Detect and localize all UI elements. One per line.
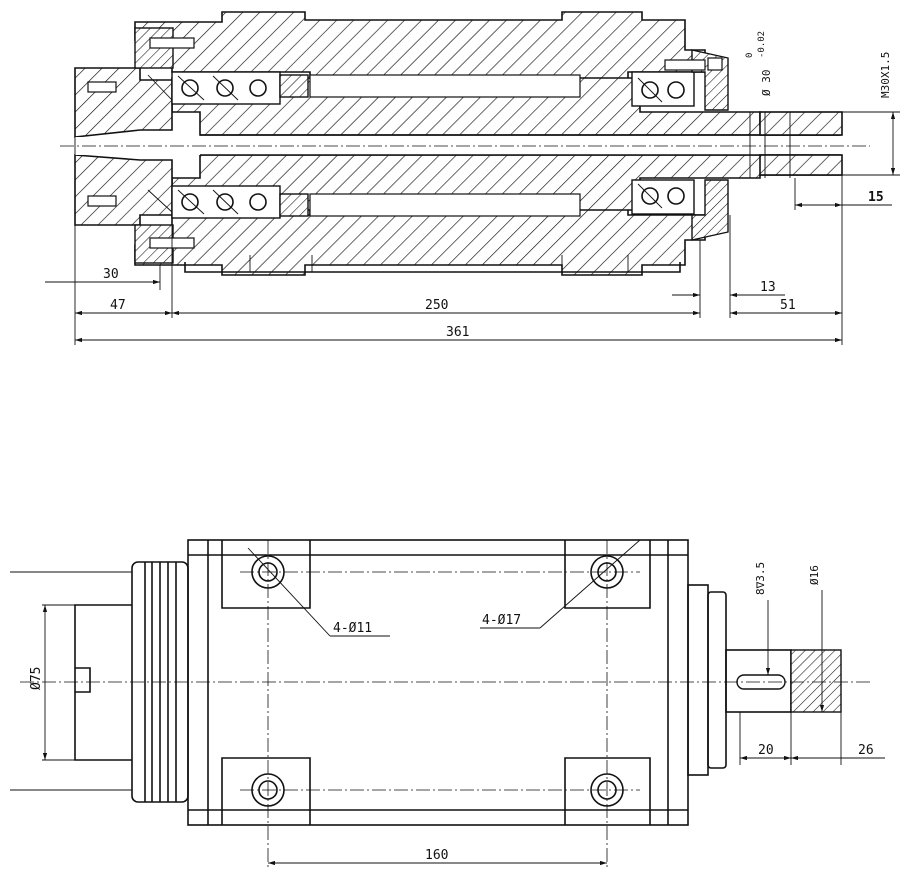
callout-17-text: 4-Ø17 xyxy=(482,613,521,628)
callout-11-text: 4-Ø11 xyxy=(333,621,372,636)
dim-13-text: 13 xyxy=(760,280,776,295)
dim-26-text: 26 xyxy=(858,743,874,758)
spacer-lower xyxy=(309,193,581,217)
spacer-block-lower xyxy=(279,193,309,217)
pad-top-right xyxy=(564,540,651,609)
housing-foot xyxy=(184,262,681,273)
dim-160-text: 160 xyxy=(425,848,448,863)
callout-17-leader xyxy=(539,539,641,629)
dia30-tol-upper: 0 xyxy=(745,53,755,58)
nose-keyway xyxy=(75,667,91,693)
dim-47-text: 47 xyxy=(110,298,126,313)
dia30-tol-lower: -0.02 xyxy=(757,31,767,58)
dim-361-text: 361 xyxy=(446,325,469,340)
dia75-text: Ø75 xyxy=(29,667,44,690)
pad-bottom-left xyxy=(221,757,311,825)
thread-label: M30X1.5 xyxy=(879,52,892,98)
keydepth-text: 8∇3.5 xyxy=(754,562,767,595)
callout-11-leader xyxy=(247,547,331,637)
section-view: 30 47 250 13 51 361 15 M30X1.5 Ø 30 0 -0… xyxy=(45,11,900,345)
pad-top-left xyxy=(221,540,311,609)
spacer-block-upper xyxy=(279,74,309,98)
spacer-upper xyxy=(309,74,581,98)
right-collar-2 xyxy=(707,591,727,769)
dia16-text: Ø16 xyxy=(808,565,821,585)
ball-bearings-front xyxy=(177,75,267,215)
shaft-end-lower xyxy=(759,154,843,176)
ball-bearings-rear xyxy=(637,77,685,209)
nose-upper xyxy=(74,67,173,138)
dim-15-text: 15 xyxy=(868,190,884,205)
shaft-tip xyxy=(790,649,842,713)
nose-outline xyxy=(74,604,132,761)
nose-lower xyxy=(74,154,173,226)
dim-30-text: 30 xyxy=(103,267,119,282)
plan-view: Ø75 160 20 26 Ø16 8∇3.5 4-Ø11 4-Ø17 xyxy=(10,539,885,868)
right-collar-1 xyxy=(687,584,709,776)
shaft-end xyxy=(759,111,843,136)
pad-bottom-right xyxy=(564,757,651,825)
dia30-label: Ø 30 xyxy=(760,70,773,97)
dim-20-text: 20 xyxy=(758,743,774,758)
dim-51-text: 51 xyxy=(780,298,796,313)
dim-250-text: 250 xyxy=(425,298,448,313)
rear-end-cap xyxy=(664,49,729,241)
